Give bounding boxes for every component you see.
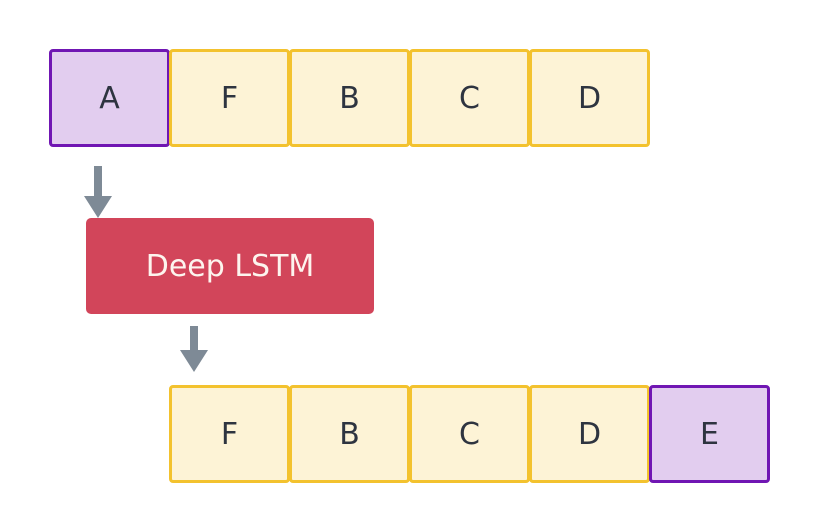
output-token-c: C (409, 385, 530, 483)
input-token-d: D (529, 49, 650, 147)
output-token-e: E (649, 385, 770, 483)
output-token-f: F (169, 385, 290, 483)
down-arrow-icon (180, 326, 208, 372)
input-token-f: F (169, 49, 290, 147)
output-token-b: B (289, 385, 410, 483)
down-arrow-icon (84, 166, 112, 218)
deep-lstm-block: Deep LSTM (86, 218, 374, 314)
input-token-c: C (409, 49, 530, 147)
output-token-d: D (529, 385, 650, 483)
input-token-a: A (49, 49, 170, 147)
input-token-b: B (289, 49, 410, 147)
